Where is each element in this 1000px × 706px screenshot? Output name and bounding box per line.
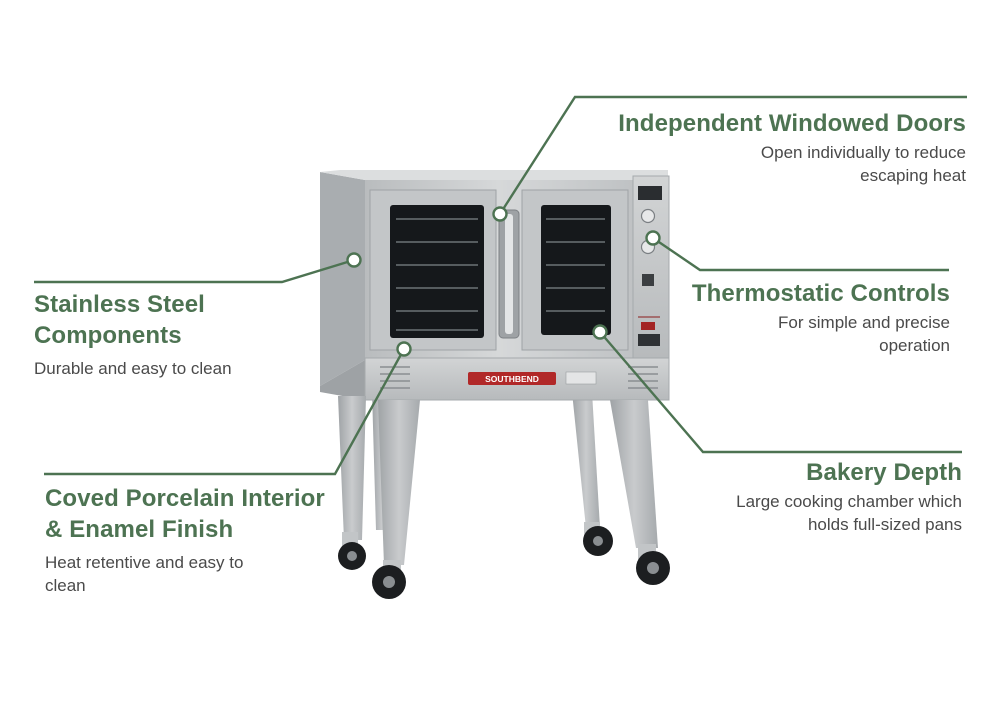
callout-title-line: Coved Porcelain Interior	[45, 485, 325, 512]
callout-title: Thermostatic Controls	[691, 280, 950, 307]
control-knob-upper	[640, 208, 656, 224]
anchor-depth	[592, 324, 608, 340]
leader-lines	[34, 95, 967, 476]
anchor-steel	[346, 252, 362, 268]
anchor-points	[346, 206, 661, 357]
leader-coved	[44, 348, 406, 476]
brand-label: SOUTHBEND	[485, 374, 539, 384]
control-panel-indicator	[642, 274, 654, 286]
anchor-doors	[492, 206, 508, 222]
callout-description: For simple and precise operation	[640, 311, 950, 357]
leader-doors	[498, 95, 967, 215]
oven-top	[320, 170, 668, 180]
callout-title-line: Stainless Steel	[34, 291, 205, 318]
callout-title-line: & Enamel Finish	[45, 516, 234, 543]
callout-description-line: For simple and precise	[778, 313, 950, 332]
anchor-thermo	[645, 230, 661, 246]
leader-depth	[599, 331, 962, 454]
casters	[338, 522, 670, 599]
control-panel-logo	[641, 322, 655, 330]
callout-description: Open individually to reduce escaping hea…	[560, 141, 966, 187]
rating-plate	[565, 371, 597, 385]
callout-title-line: Components	[34, 322, 182, 349]
callout-bakery-depth: Bakery Depth Large cooking chamber which…	[660, 457, 962, 536]
callout-thermostatic-controls: Thermostatic Controls For simple and pre…	[640, 278, 950, 357]
callout-stainless-steel: Stainless Steel Components Durable and e…	[34, 289, 324, 380]
callout-description-line: Large cooking chamber which	[736, 492, 962, 511]
callout-description-line: clean	[45, 576, 86, 595]
callout-description: Heat retentive and easy to clean	[45, 551, 350, 597]
control-panel-display	[638, 186, 662, 200]
callout-description-line: Heat retentive and easy to	[45, 553, 244, 572]
oven-base-side	[320, 360, 365, 400]
brand-plate	[468, 372, 556, 385]
oven-leg-front-mid	[378, 400, 420, 565]
oven-side-panel	[320, 172, 365, 386]
oven-leg-front-right	[610, 400, 658, 548]
callout-title: Bakery Depth	[806, 459, 962, 486]
anchor-coved	[396, 341, 412, 357]
left-door-window	[390, 205, 484, 338]
leader-thermo	[652, 237, 949, 272]
callout-description-line: operation	[879, 336, 950, 355]
callout-title: Independent Windowed Doors	[618, 110, 966, 137]
callout-description-line: holds full-sized pans	[807, 515, 962, 534]
callout-title: Coved Porcelain Interior & Enamel Finish	[45, 483, 350, 545]
callout-coved-porcelain: Coved Porcelain Interior & Enamel Finish…	[45, 483, 350, 597]
oven-image: SOUTHBEND	[320, 170, 670, 599]
control-panel-switch	[638, 334, 660, 346]
door-handle-grip	[505, 214, 513, 334]
callout-description-line: Open individually to reduce	[760, 143, 966, 162]
oven-leg-back-right	[572, 392, 600, 528]
callout-windowed-doors: Independent Windowed Doors Open individu…	[560, 108, 966, 187]
oven-racks	[396, 218, 605, 331]
callout-description-line: escaping heat	[860, 166, 966, 185]
callout-description: Durable and easy to clean	[34, 359, 232, 378]
callout-title: Stainless Steel Components	[34, 289, 324, 351]
leader-steel	[34, 258, 355, 284]
callout-description: Large cooking chamber which holds full-s…	[660, 490, 962, 536]
right-door-window	[541, 205, 611, 335]
